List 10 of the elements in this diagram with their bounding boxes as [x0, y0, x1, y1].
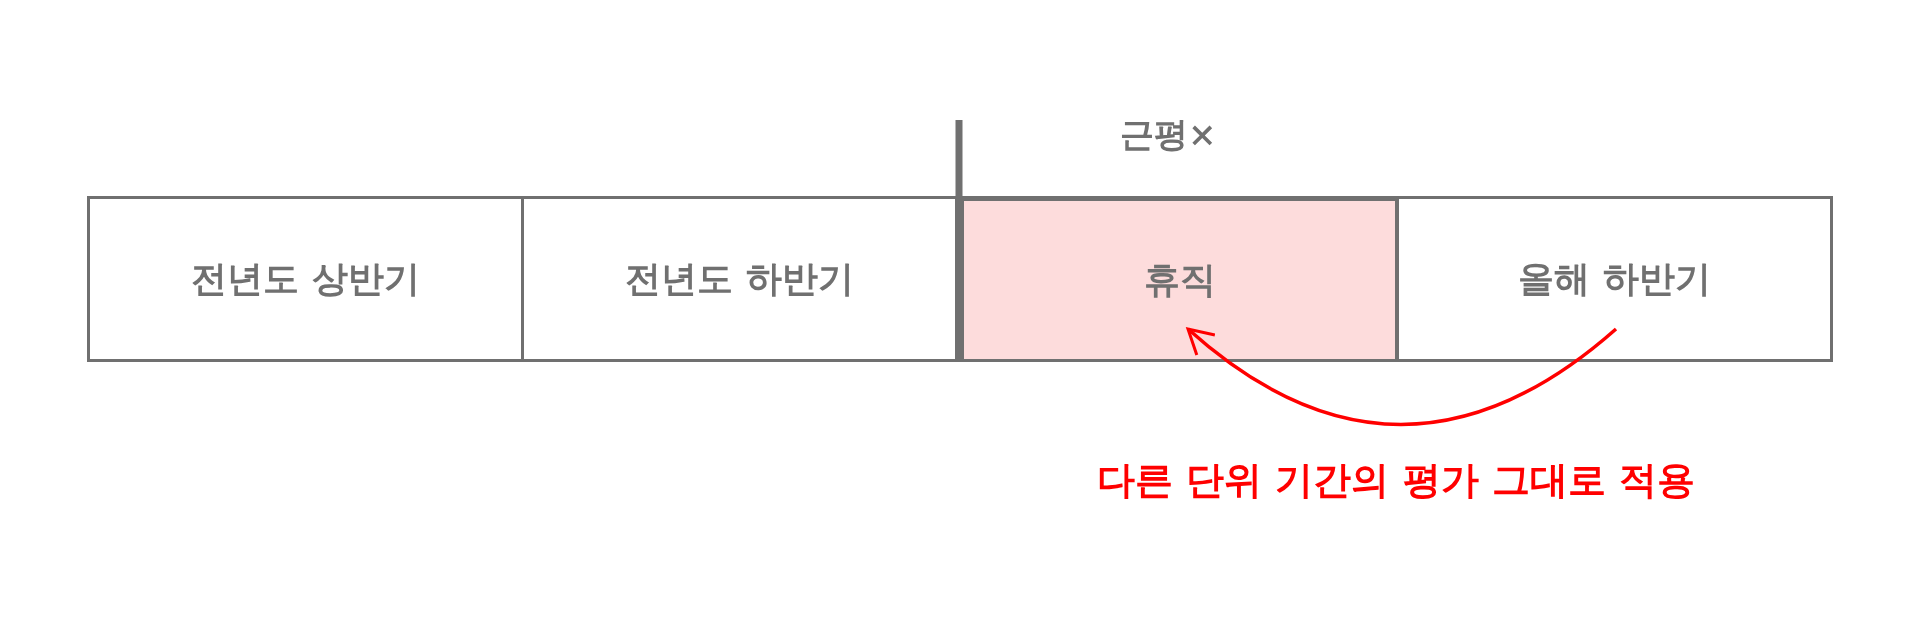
- period-label: 전년도 하반기: [625, 255, 854, 301]
- period-box: [1396, 196, 1833, 362]
- period-label: 올해 하반기: [1518, 255, 1711, 301]
- period-box: [87, 196, 524, 362]
- note-label: 근평×: [1120, 113, 1217, 156]
- period-label: 전년도 상반기: [191, 255, 420, 301]
- period-box: [521, 196, 958, 362]
- period-label: 휴직: [1143, 256, 1216, 302]
- highlighted-period-box: [961, 196, 1398, 362]
- curved-arrow: [1186, 327, 1618, 427]
